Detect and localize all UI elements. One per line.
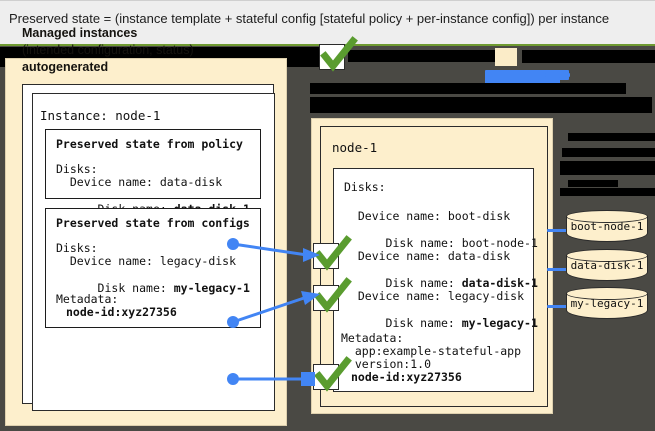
node-disks-box <box>333 168 534 392</box>
node-disk-2-device: Device name: legacy-disk <box>344 289 525 303</box>
managed-instances-title: Managed instances <box>22 26 138 40</box>
node-disk-2-name-value: my-legacy-1 <box>461 316 538 330</box>
node-metadata-line-1: version:1.0 <box>341 357 432 371</box>
node-disk-1-name-prefix: Disk name: <box>371 276 462 290</box>
check-icon-node-id <box>313 356 352 392</box>
preserved-state-policy-box <box>45 129 261 199</box>
redaction-bar-top-3 <box>522 50 655 63</box>
caption-text: Preserved state = (instance template + s… <box>9 11 610 26</box>
configs-metadata-entry: node-id:xyz27356 <box>66 305 177 319</box>
connector-to-boot-cylinder <box>547 229 571 232</box>
redaction-bar-mid-1 <box>310 83 626 94</box>
disk-cylinder-data-label: data-disk-1 <box>570 259 644 272</box>
cylinder-top <box>566 249 648 262</box>
disk-cylinder-data: data-disk-1 <box>566 249 648 285</box>
disk-cylinder-legacy-label: my-legacy-1 <box>570 297 644 310</box>
node-metadata-bold-line: node-id:xyz27356 <box>351 370 462 384</box>
node-metadata-line-0: app:example-stateful-app <box>341 344 522 358</box>
node-disk-0-name-prefix: Disk name: <box>371 236 462 250</box>
configs-disk-name-value: my-legacy-1 <box>173 281 250 295</box>
configs-device-name: Device name: legacy-disk <box>56 254 237 268</box>
connector-to-data-cylinder <box>547 268 571 271</box>
managed-instances-autogenerated: autogenerated <box>22 60 109 74</box>
policy-device-name: Device name: data-disk <box>56 175 223 189</box>
disk-cylinder-boot: boot-node-1 <box>566 210 648 246</box>
disk-cylinder-legacy: my-legacy-1 <box>566 287 648 323</box>
policy-disks-label: Disks: <box>56 162 98 176</box>
node-disk-2-name-prefix: Disk name: <box>371 316 462 330</box>
policy-box-heading: Preserved state from policy <box>56 137 243 151</box>
redaction-bar-top-2 <box>348 50 500 62</box>
node-disk-1-device: Device name: data-disk <box>344 249 511 263</box>
caption-bar: Preserved state = (instance template + s… <box>0 0 655 44</box>
node-disk-0-device: Device name: boot-disk <box>344 209 511 223</box>
redaction-bar-side-3 <box>560 161 655 175</box>
connector-configs-to-legacy-disk <box>227 291 320 328</box>
masked-blue-bar-3 <box>545 73 570 77</box>
managed-instances-subtitle: (intended configuration, status) <box>22 43 194 57</box>
node-metadata-label: Metadata: <box>341 331 404 345</box>
cylinder-top <box>566 210 648 223</box>
configs-disk-name: Disk name: my-legacy-1 <box>56 267 250 309</box>
check-icon-header <box>319 36 358 72</box>
node-title: node-1 <box>332 140 378 155</box>
configs-box-heading: Preserved state from configs <box>56 216 250 230</box>
redaction-bar-side-2 <box>562 148 655 157</box>
masked-blue-bar-2 <box>485 77 560 86</box>
instance-label: Instance: node-1 <box>40 108 161 123</box>
node-disk-1-name: Disk name: data-disk-1 <box>344 262 538 304</box>
redaction-bar-side-4 <box>568 180 618 187</box>
connector-to-legacy-cylinder <box>547 305 571 308</box>
connector-metadata-to-node-id <box>227 372 315 386</box>
redaction-bar-side-5 <box>560 188 655 196</box>
configs-disk-name-prefix: Disk name: <box>83 281 174 295</box>
check-icon-legacy-disk <box>313 277 352 313</box>
cylinder-top <box>566 287 648 300</box>
redaction-bar-mid-2 <box>310 97 652 113</box>
masked-blue-bar-1 <box>485 70 569 80</box>
connector-policy-to-data-disk <box>227 238 320 262</box>
node-disks-label: Disks: <box>344 180 386 194</box>
disk-cylinder-boot-label: boot-node-1 <box>570 220 644 233</box>
redaction-bar-side-1 <box>568 133 655 141</box>
node-disk-1-name-value: data-disk-1 <box>461 276 538 290</box>
node-disk-0-name-value: boot-node-1 <box>461 236 538 250</box>
configs-disks-label: Disks: <box>56 241 98 255</box>
node-disk-0-name: Disk name: boot-node-1 <box>344 222 538 264</box>
node-disk-2-name: Disk name: my-legacy-1 <box>344 302 538 344</box>
preserved-state-configs-box <box>45 208 261 328</box>
configs-metadata-label: Metadata: <box>56 292 119 306</box>
masked-tan-chip <box>495 48 517 66</box>
